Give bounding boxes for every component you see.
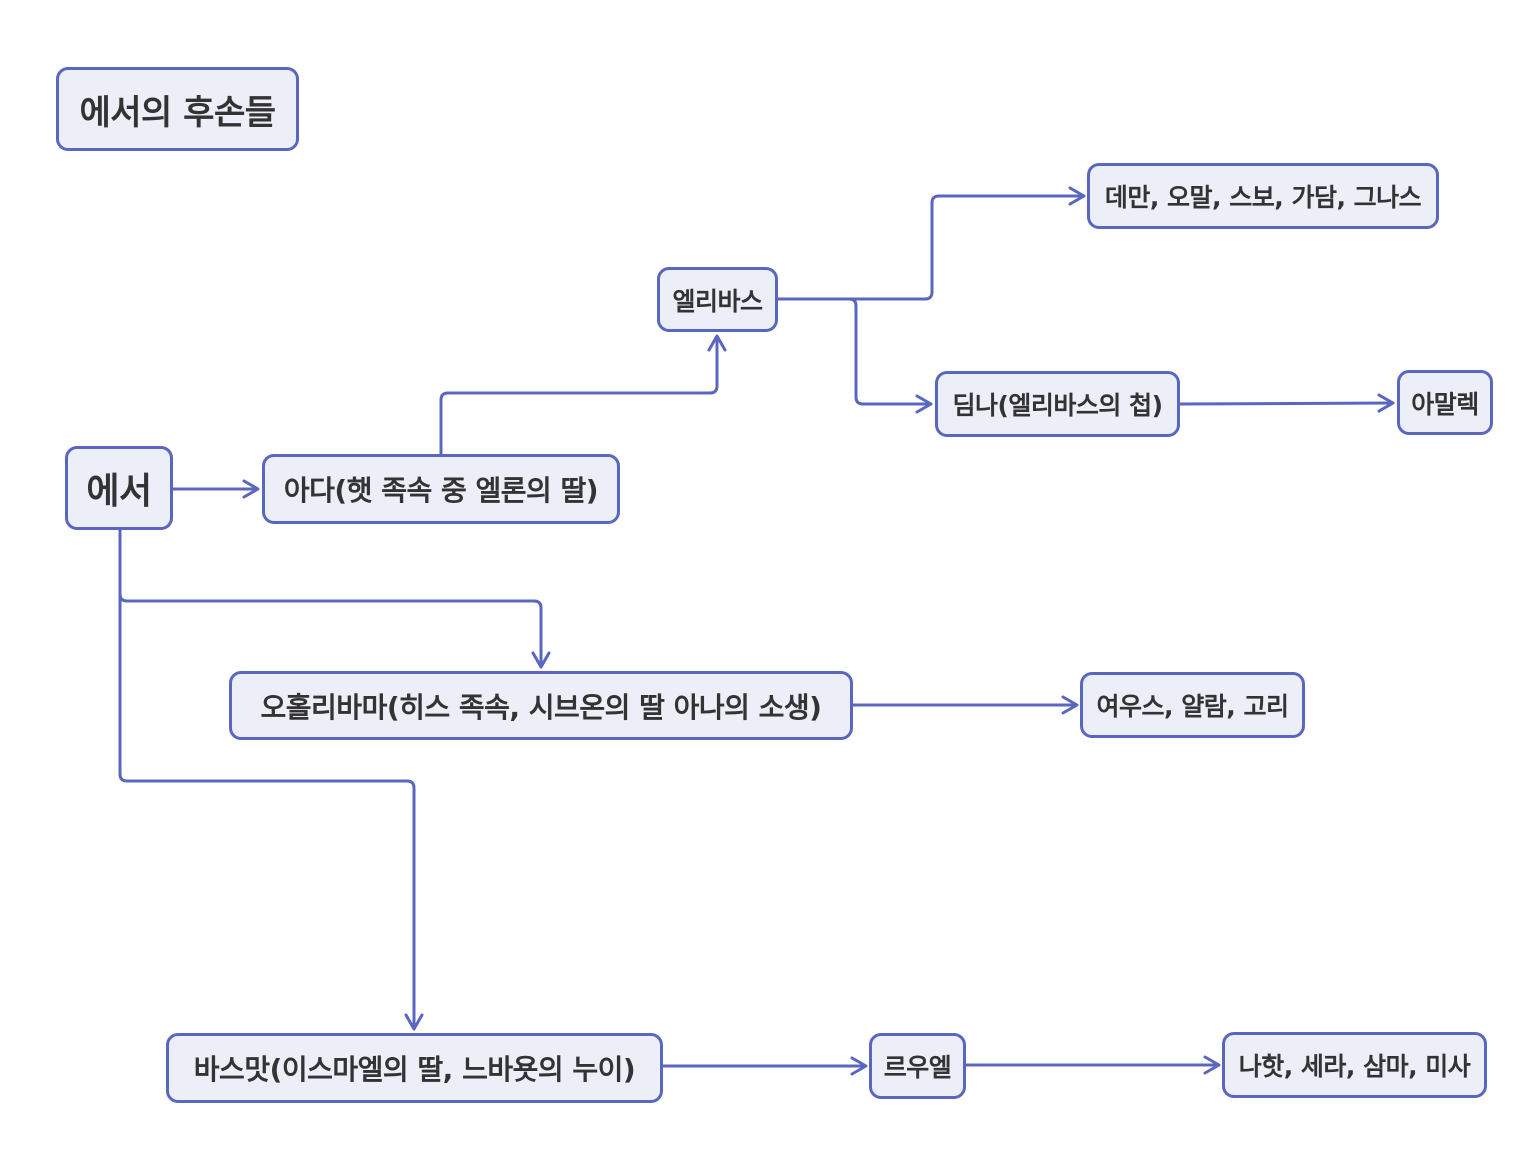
node-timna: 딤나(엘리바스의 첩) [935, 371, 1180, 437]
node-oholibamah: 오홀리바마(히스 족속, 시브온의 딸 아나의 소생) [229, 671, 853, 740]
edge-esau-basemath [118, 594, 424, 1031]
node-basemath: 바스맛(이스마엘의 딸, 느바욧의 누이) [166, 1033, 663, 1103]
node-esau: 에서 [65, 446, 173, 530]
node-adah: 아다(햇 족속 중 엘론의 딸) [262, 454, 620, 524]
edge-eliphaz-timna [848, 297, 933, 414]
edge-adah-eliphaz [439, 334, 727, 455]
edge-timna-amalek [1178, 393, 1395, 413]
node-amalek: 아말렉 [1397, 370, 1493, 435]
edge-eliphaz-teman-group [777, 186, 1086, 301]
node-eliphaz: 엘리바스 [657, 267, 778, 332]
diagram-title: 에서의 후손들 [56, 67, 299, 151]
edge-esau-oholibamah [118, 529, 551, 669]
node-reuel: 르우엘 [869, 1033, 966, 1099]
node-nahath-group: 나핫, 세라, 삼마, 미사 [1222, 1032, 1487, 1098]
node-jeush-group: 여우스, 얄람, 고리 [1080, 672, 1305, 738]
node-teman-group: 데만, 오말, 스보, 가담, 그나스 [1087, 163, 1439, 229]
